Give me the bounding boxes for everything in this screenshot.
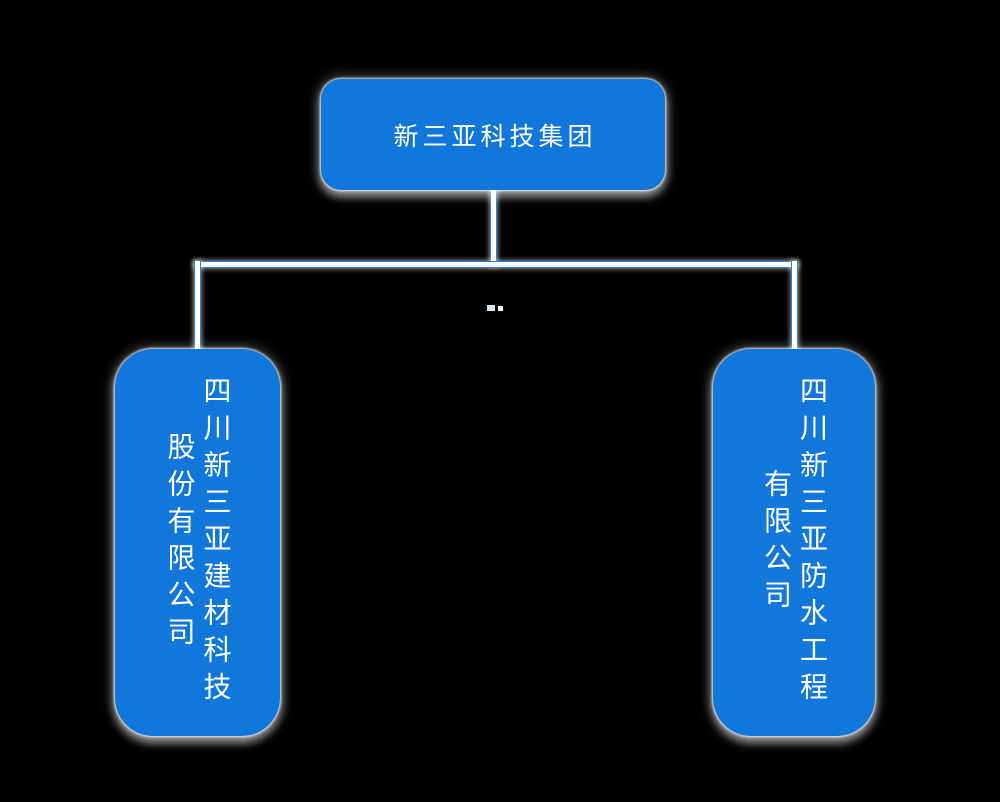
org-node-root[interactable]: 新三亚科技集团 — [321, 79, 665, 190]
org-node-child-left-label-line-1: 四川新三亚建材科技 — [200, 376, 232, 709]
org-node-child-right-label: 四川新三亚防水工程 有限公司 — [758, 376, 830, 709]
org-node-root-label: 新三亚科技集团 — [393, 122, 597, 151]
org-node-child-right-label-line-2: 有限公司 — [761, 468, 792, 617]
connector-left-vertical — [194, 261, 201, 352]
org-node-child-right-label-line-1: 四川新三亚防水工程 — [797, 376, 828, 709]
org-node-child-left-label: 四川新三亚建材科技 股份有限公司 — [162, 376, 234, 709]
org-node-child-left[interactable]: 四川新三亚建材科技 股份有限公司 — [115, 349, 280, 736]
connector-junction-dot — [498, 306, 503, 311]
connector-horizontal — [194, 261, 798, 268]
connector-root-vertical — [490, 186, 497, 266]
connector-junction-dot — [487, 305, 495, 311]
org-node-child-left-label-line-2: 股份有限公司 — [164, 431, 196, 654]
connector-right-vertical — [791, 261, 798, 352]
org-node-child-right[interactable]: 四川新三亚防水工程 有限公司 — [713, 349, 875, 736]
